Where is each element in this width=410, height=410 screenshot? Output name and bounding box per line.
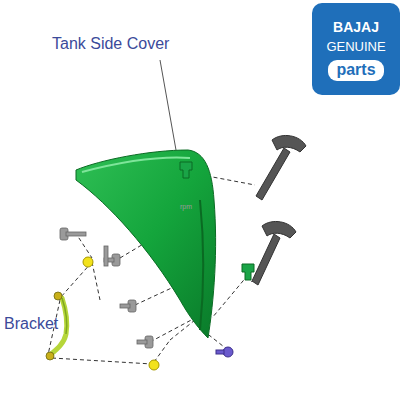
logo-text: GENUINE [326,39,385,54]
watermark: rpm [180,203,192,210]
part-name: Tank Side Cover [52,35,169,53]
logo-text: parts [328,60,383,81]
brand-logo: BAJAJ GENUINE parts [312,3,400,95]
logo-text: BAJAJ [333,19,379,35]
part-name: Bracket [4,315,58,333]
